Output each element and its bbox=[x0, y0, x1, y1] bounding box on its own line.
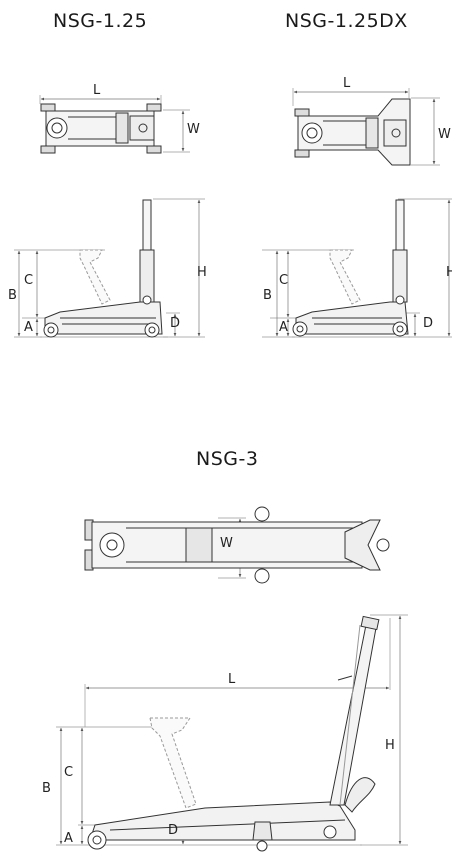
nsg-125-b-label: B bbox=[8, 288, 17, 303]
title-nsg-3: NSG-3 bbox=[196, 448, 259, 470]
nsg-125-w-label: W bbox=[187, 122, 200, 137]
nsg-125-a-label: A bbox=[24, 320, 33, 335]
nsg-125-h-label: H bbox=[197, 265, 207, 280]
nsg-125-side-view bbox=[14, 198, 205, 338]
nsg-125dx-d-label: D bbox=[423, 316, 433, 331]
nsg-3-b-label: B bbox=[42, 781, 51, 796]
nsg-125dx-h-label: H bbox=[446, 265, 452, 280]
nsg-125dx-plan-view bbox=[292, 88, 440, 166]
nsg-3-a-label: A bbox=[64, 831, 73, 846]
nsg-125dx-side-view bbox=[262, 198, 452, 338]
title-nsg-125: NSG-1.25 bbox=[53, 10, 148, 32]
nsg-3-w-label: W bbox=[220, 536, 233, 551]
nsg-3-l-label: L bbox=[228, 672, 236, 687]
nsg-125dx-l-label: L bbox=[343, 76, 351, 91]
nsg-125-d-label: D bbox=[170, 316, 180, 331]
nsg-3-d-label: D bbox=[168, 823, 178, 838]
dimension-labels: L W L W W H B C A D H B C A D L H B C A … bbox=[8, 76, 452, 846]
title-nsg-125dx: NSG-1.25DX bbox=[285, 10, 408, 32]
nsg-125dx-b-label: B bbox=[263, 288, 272, 303]
nsg-125dx-a-label: A bbox=[279, 320, 288, 335]
nsg-3-c-label: C bbox=[64, 765, 73, 780]
nsg-3-h-label: H bbox=[385, 738, 395, 753]
nsg-125-l-label: L bbox=[93, 83, 101, 98]
nsg-125dx-c-label: C bbox=[279, 273, 288, 288]
nsg-125dx-w-label: W bbox=[438, 127, 451, 142]
nsg-125-c-label: C bbox=[24, 273, 33, 288]
nsg-3-side-view bbox=[56, 614, 408, 852]
nsg-125-plan-view bbox=[39, 95, 190, 154]
nsg-3-plan-view bbox=[84, 506, 390, 584]
